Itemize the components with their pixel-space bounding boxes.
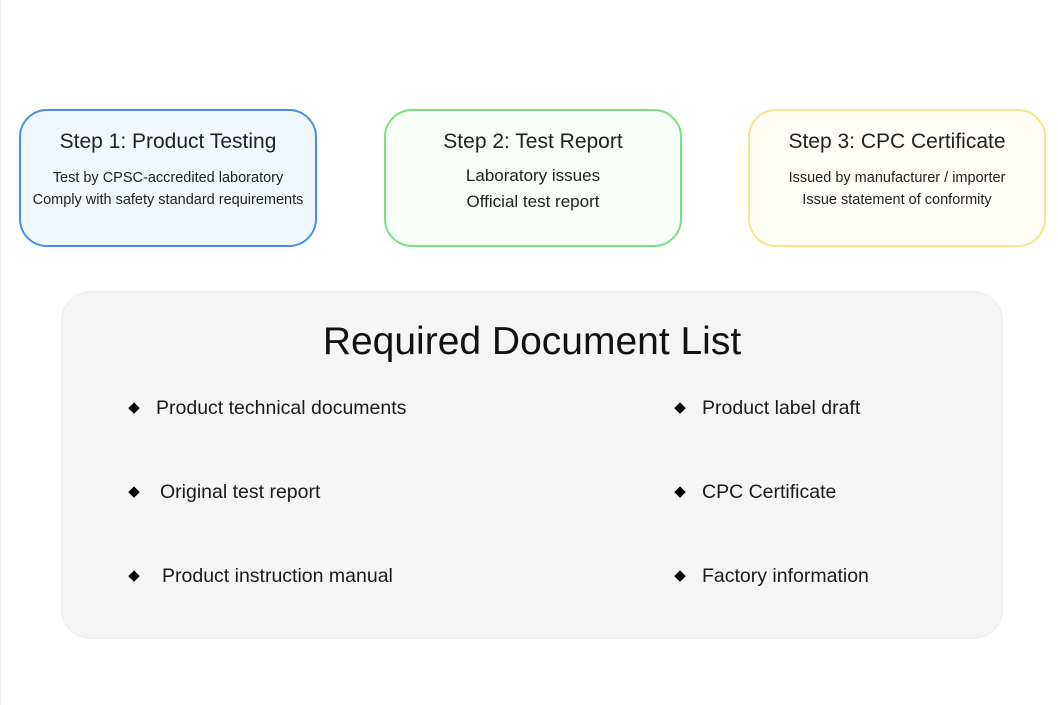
- document-item-label: Original test report: [160, 481, 321, 503]
- diamond-bullet-icon: ◆: [674, 399, 686, 416]
- step-3-title: Step 3: CPC Certificate: [788, 130, 1006, 153]
- required-document-panel: Required Document List ◆ Product technic…: [61, 291, 1003, 639]
- step-3-line-1: Issued by manufacturer / importer: [788, 170, 1006, 186]
- step-2-card: Step 2: Test Report Laboratory issues Of…: [384, 109, 682, 247]
- diamond-bullet-icon: ◆: [128, 567, 140, 584]
- document-item: ◆ Factory information: [672, 563, 869, 589]
- document-item-label: Factory information: [702, 565, 869, 587]
- step-1-line-1: Test by CPSC-accredited laboratory: [52, 170, 284, 186]
- document-item-label: Product instruction manual: [162, 565, 393, 587]
- document-item-label: Product technical documents: [156, 397, 407, 419]
- step-2-line-2: Official test report: [466, 192, 600, 211]
- step-3-description: Issued by manufacturer / importer Issue …: [750, 167, 1044, 211]
- diamond-bullet-icon: ◆: [674, 483, 686, 500]
- document-item: ◆ Product instruction manual: [126, 563, 393, 589]
- step-3-line-2: Issue statement of conformity: [802, 192, 992, 208]
- diamond-bullet-icon: ◆: [674, 567, 686, 584]
- step-2-line-1: Laboratory issues: [465, 166, 601, 185]
- diamond-bullet-icon: ◆: [128, 483, 140, 500]
- document-item: ◆ Original test report: [126, 479, 320, 505]
- step-1-line-2: Comply with safety standard requirements: [32, 192, 304, 208]
- step-1-card: Step 1: Product Testing Test by CPSC-acc…: [19, 109, 317, 247]
- document-item: ◆ CPC Certificate: [672, 479, 836, 505]
- document-item-label: Product label draft: [702, 397, 861, 419]
- step-1-title: Step 1: Product Testing: [59, 130, 277, 153]
- document-item: ◆ Product technical documents: [126, 395, 406, 421]
- document-item-label: CPC Certificate: [702, 481, 837, 503]
- document-item: ◆ Product label draft: [672, 395, 860, 421]
- step-2-title: Step 2: Test Report: [443, 130, 623, 153]
- step-2-description: Laboratory issues Official test report: [386, 163, 680, 215]
- step-3-card: Step 3: CPC Certificate Issued by manufa…: [748, 109, 1046, 247]
- diamond-bullet-icon: ◆: [128, 399, 140, 416]
- step-1-description: Test by CPSC-accredited laboratory Compl…: [21, 167, 315, 211]
- document-list-title: Required Document List: [322, 320, 742, 363]
